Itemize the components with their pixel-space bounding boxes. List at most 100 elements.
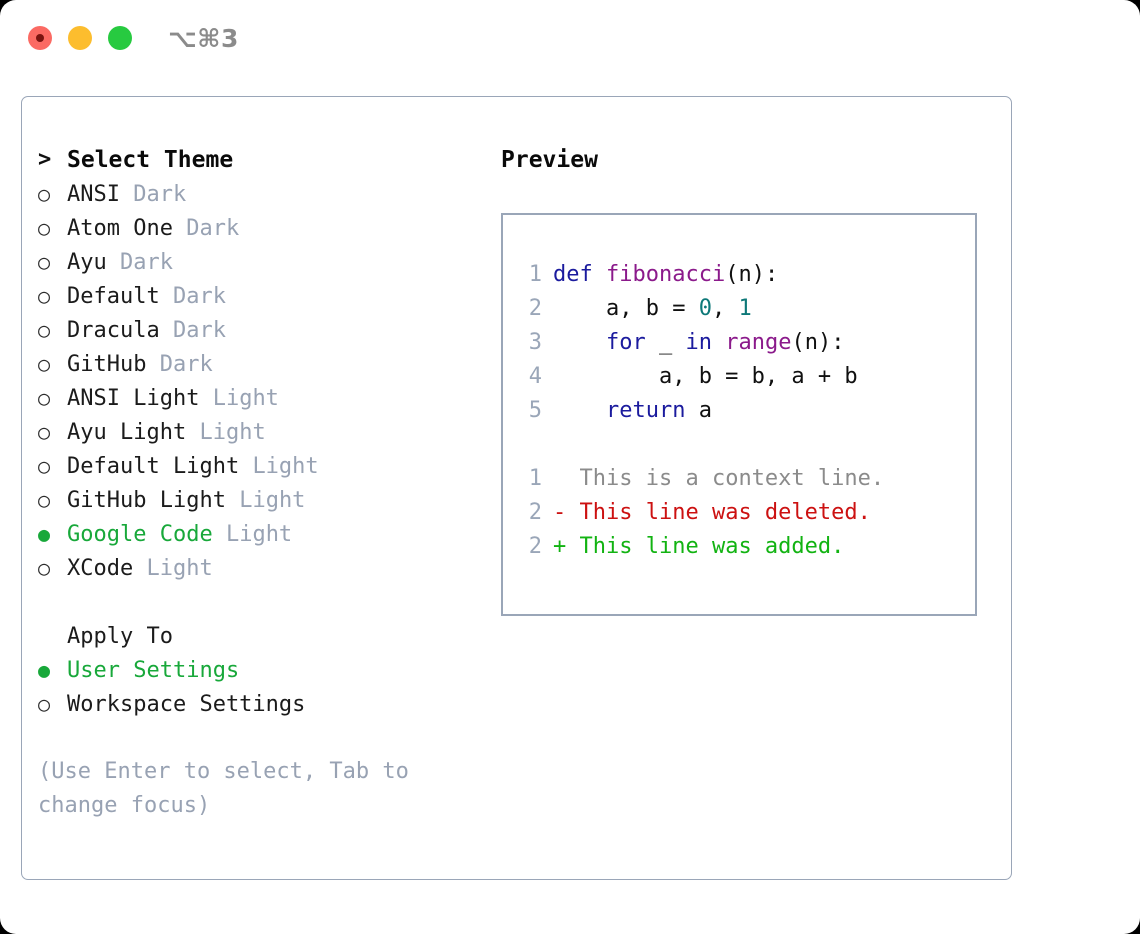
- spacer: [160, 284, 173, 309]
- apply-to-spacer-icon: [38, 626, 67, 646]
- apply-to-option-user-settings[interactable]: ● User Settings: [38, 653, 478, 687]
- theme-option-label: Dracula: [67, 317, 160, 343]
- apply-to-header: Apply To: [38, 619, 478, 653]
- theme-variant-badge: Light: [225, 521, 293, 547]
- radio-unselected-icon: ○: [38, 250, 51, 274]
- theme-options-list: ○ANSI Dark○Atom One Dark○Ayu Dark○Defaul…: [38, 177, 478, 585]
- diff-line-added: 2+ This line was added.: [520, 530, 969, 564]
- radio-unselected-icon: ○: [38, 692, 51, 716]
- radio-unselected-icon: ○: [38, 182, 51, 206]
- apply-to-options-list: ● User Settings ○Workspace Settings: [38, 653, 478, 721]
- theme-variant-badge: Light: [239, 487, 306, 513]
- code-token-plain: [593, 262, 606, 287]
- code-token-plain: a: [685, 398, 712, 423]
- theme-option-label: Default: [67, 283, 160, 309]
- theme-option-label: Ayu Light: [67, 419, 187, 445]
- code-line-number: 1: [528, 262, 542, 287]
- code-line-number: 4: [528, 364, 542, 389]
- radio-selected-icon: ●: [38, 658, 51, 682]
- diff-line-number: 2: [528, 534, 542, 559]
- theme-option-label: GitHub Light: [67, 487, 226, 513]
- code-line: 4 a, b = b, a + b: [520, 360, 969, 394]
- diff-line-number: 1: [528, 466, 542, 491]
- theme-option-ansi[interactable]: ○ ANSI Dark: [38, 177, 478, 211]
- apply-to-option-workspace-settings[interactable]: ○Workspace Settings: [38, 687, 478, 721]
- radio-unselected-icon: ○: [38, 556, 51, 580]
- theme-option-atom-one[interactable]: ○Atom One Dark: [38, 211, 478, 245]
- window-titlebar: ⌥⌘3: [0, 0, 1140, 78]
- radio-unselected-icon: ○: [38, 420, 51, 444]
- spacer: [186, 420, 199, 445]
- code-line: 3 for _ in range(n):: [520, 326, 969, 360]
- theme-option-github[interactable]: ○GitHub Dark: [38, 347, 478, 381]
- radio-unselected-icon: ○: [38, 454, 51, 478]
- code-line: 2 a, b = 0, 1: [520, 292, 969, 326]
- diff-marker-deleted: -: [553, 500, 580, 525]
- code-token-plain: a, b = b, a + b: [553, 364, 858, 389]
- diff-marker-added: +: [553, 534, 580, 559]
- radio-unselected-icon: ○: [38, 386, 51, 410]
- theme-selector-panel: > Select Theme ○ANSI Dark○Atom One Dark○…: [21, 96, 1012, 880]
- theme-option-ayu[interactable]: ○ Ayu Dark: [38, 245, 478, 279]
- radio-unselected-icon: ○: [38, 318, 51, 342]
- code-token-plain: ,: [711, 296, 739, 321]
- spacer: [160, 318, 173, 343]
- code-token-plain: [553, 330, 606, 355]
- spacer: [173, 216, 186, 241]
- theme-option-label: XCode: [67, 555, 134, 581]
- diff-line-deleted: 2- This line was deleted.: [520, 496, 969, 530]
- theme-option-label: ANSI: [67, 181, 120, 207]
- code-token-kw: for: [605, 330, 646, 355]
- theme-variant-badge: Dark: [120, 249, 173, 275]
- theme-variant-badge: Dark: [133, 181, 187, 207]
- spacer: [133, 556, 146, 581]
- diff-marker-context: [553, 466, 580, 491]
- code-line-number: 2: [528, 296, 542, 321]
- apply-to-section: Apply To ● User Settings ○Workspace Settin…: [38, 619, 478, 721]
- spacer: [120, 182, 133, 207]
- theme-option-google-code[interactable]: ●Google Code Light: [38, 517, 478, 551]
- theme-option-github-light[interactable]: ○ GitHub Light Light: [38, 483, 478, 517]
- theme-variant-badge: Light: [199, 419, 266, 445]
- radio-selected-icon: ●: [38, 522, 51, 546]
- code-token-kw: def: [553, 262, 593, 287]
- keyboard-hint-text: (Use Enter to select, Tab to change focu…: [38, 759, 423, 818]
- cursor-arrow-icon: >: [38, 147, 52, 172]
- code-token-kw: return: [605, 398, 686, 423]
- theme-option-ansi-light[interactable]: ○ ANSI Light Light: [38, 381, 478, 415]
- theme-option-label: GitHub: [67, 351, 147, 377]
- theme-variant-badge: Light: [212, 385, 279, 411]
- diff-line-number: 2: [528, 500, 542, 525]
- theme-option-label: Ayu: [67, 249, 107, 275]
- radio-unselected-icon: ○: [38, 488, 51, 512]
- close-window-button[interactable]: [28, 26, 52, 50]
- theme-option-dracula[interactable]: ○ Dracula Dark: [38, 313, 478, 347]
- diff-text: This line was deleted.: [579, 500, 871, 525]
- theme-variant-badge: Dark: [172, 317, 226, 343]
- theme-option-xcode[interactable]: ○XCode Light: [38, 551, 478, 585]
- code-token-plain: (n):: [791, 330, 845, 355]
- theme-option-default[interactable]: ○Default Dark: [38, 279, 478, 313]
- spacer: [107, 250, 120, 275]
- code-token-plain: (n):: [725, 262, 779, 287]
- radio-unselected-icon: ○: [38, 216, 51, 240]
- theme-option-label: Default Light: [67, 453, 240, 479]
- spacer: [239, 454, 252, 479]
- apply-to-option-label: User Settings: [67, 657, 240, 683]
- spacer: [226, 488, 239, 513]
- select-theme-header-label: Select Theme: [67, 147, 234, 173]
- theme-option-label: Atom One: [67, 215, 173, 241]
- minimize-window-button[interactable]: [68, 26, 92, 50]
- code-token-plain: [712, 330, 725, 355]
- maximize-window-button[interactable]: [108, 26, 132, 50]
- diff-text: This is a context line.: [579, 466, 885, 491]
- diff-line-context: 1 This is a context line.: [520, 462, 969, 496]
- code-line-number: 3: [528, 330, 542, 355]
- window-shortcut-label: ⌥⌘3: [168, 24, 239, 53]
- theme-option-label: ANSI Light: [67, 385, 200, 411]
- theme-option-ayu-light[interactable]: ○ Ayu Light Light: [38, 415, 478, 449]
- code-token-plain: _: [645, 330, 686, 355]
- theme-option-default-light[interactable]: ○Default Light Light: [38, 449, 478, 483]
